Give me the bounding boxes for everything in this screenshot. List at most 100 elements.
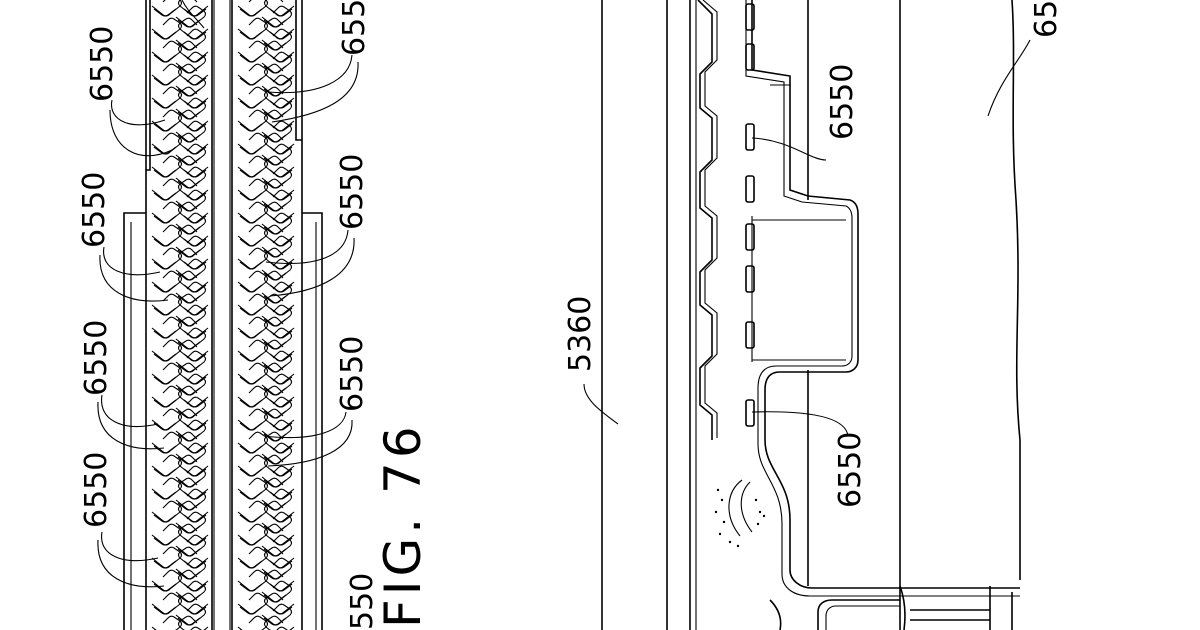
staple-mark-inner <box>183 284 207 293</box>
staple-mark-inner <box>153 606 177 615</box>
staple-mark-inner <box>263 226 287 235</box>
stipple-dot <box>754 498 758 502</box>
staple-mark-inner <box>263 272 287 281</box>
staple-mark-inner <box>153 583 177 592</box>
staple-mark-inner <box>183 422 207 431</box>
staple-mark-inner <box>263 502 287 511</box>
staple-mark <box>263 155 295 178</box>
label-6550-detail-lower: 6550 <box>833 432 868 508</box>
staple-mark <box>237 592 269 615</box>
staple-mark-inner <box>153 100 177 109</box>
stipple-dot <box>758 510 762 514</box>
staple-mark <box>151 500 183 523</box>
staple-mark <box>177 316 209 339</box>
staple-mark <box>263 339 295 362</box>
staple-mark <box>263 477 295 500</box>
staple-mark <box>263 523 295 546</box>
staple-mark <box>263 270 295 293</box>
staple-mark-inner <box>183 123 207 132</box>
staple-mark-inner <box>177 387 201 396</box>
staple-mark <box>190 626 202 630</box>
staple-mark <box>237 109 269 132</box>
staple-mark-inner <box>269 422 293 431</box>
staple-mark-inner <box>183 491 207 500</box>
staple-mark-inner <box>177 42 201 51</box>
staple-mark <box>263 201 295 224</box>
staple-mark-inner <box>269 261 293 270</box>
staple-mark <box>151 224 183 247</box>
staple-mark-inner <box>183 100 207 109</box>
staple-mark <box>263 86 295 109</box>
staple-mark-inner <box>269 238 293 247</box>
staple-mark <box>151 109 183 132</box>
staple-mark-inner <box>263 88 287 97</box>
label-550-partial-bottom: 550 <box>345 573 380 630</box>
staple-mark-inner <box>177 318 201 327</box>
staple-mark <box>263 316 295 339</box>
staple-mark <box>177 339 209 362</box>
staple-mark <box>151 40 183 63</box>
staple-mark-inner <box>239 100 263 109</box>
staple-mark <box>177 523 209 546</box>
staple-mark <box>237 569 269 592</box>
staple-mark <box>177 132 209 155</box>
stipple-dot <box>716 488 720 492</box>
staple-mark <box>151 155 183 178</box>
staple-crown <box>745 321 755 349</box>
staple-mark-inner <box>177 111 201 120</box>
staple-mark <box>177 109 209 132</box>
staple-mark-inner <box>153 8 177 17</box>
staple-mark <box>263 63 295 86</box>
staple-mark-inner <box>153 307 177 316</box>
staple-crowns <box>745 3 755 427</box>
staple-mark-inner <box>239 422 263 431</box>
staple-mark-inner <box>263 594 287 603</box>
staple-mark <box>237 63 269 86</box>
staple-mark <box>151 546 183 569</box>
staple-mark-inner <box>269 284 293 293</box>
staple-mark-inner <box>153 353 177 362</box>
staple-mark-inner <box>153 192 177 201</box>
staple-mark-inner <box>183 353 207 362</box>
staple-mark-inner <box>153 330 177 339</box>
staple-mark-inner <box>263 180 287 189</box>
staple-mark-inner <box>177 456 201 465</box>
staple-mark-inner <box>239 330 263 339</box>
staple-mark-inner <box>153 399 177 408</box>
staple-mark <box>263 362 295 385</box>
staple-mark-inner <box>269 31 293 40</box>
staple-mark <box>263 17 295 40</box>
figure-title: FIG. 76 <box>374 422 432 628</box>
staple-mark <box>237 477 269 500</box>
staple-mark <box>177 615 209 630</box>
staple-mark <box>151 293 183 316</box>
section-detail <box>601 0 1021 630</box>
label-6550-detail-upper: 6550 <box>825 64 860 140</box>
staple-mark-inner <box>183 376 207 385</box>
staple-mark-inner <box>263 295 287 304</box>
staple-mark-inner <box>183 169 207 178</box>
staple-mark-inner <box>239 491 263 500</box>
staple-mark-inner <box>183 445 207 454</box>
staple-mark-inner <box>263 19 287 28</box>
staple-mark <box>151 431 183 454</box>
staple-mark <box>151 247 183 270</box>
staple-mark-inner <box>153 560 177 569</box>
staple-mark <box>237 339 269 362</box>
staple-mark <box>151 362 183 385</box>
staple-mark-inner <box>269 606 293 615</box>
staple-mark <box>151 63 183 86</box>
staple-mark-inner <box>239 8 263 17</box>
staple-mark <box>151 408 183 431</box>
staple-mark-inner <box>153 31 177 40</box>
staple-mark-inner <box>269 330 293 339</box>
staple-mark <box>151 316 183 339</box>
staple-mark-inner <box>269 468 293 477</box>
staple-mark <box>237 523 269 546</box>
staple-mark-inner <box>239 468 263 477</box>
stipple-dot <box>728 540 732 544</box>
staple-mark <box>151 17 183 40</box>
staple-rows-left <box>151 0 209 630</box>
staple-mark <box>177 431 209 454</box>
